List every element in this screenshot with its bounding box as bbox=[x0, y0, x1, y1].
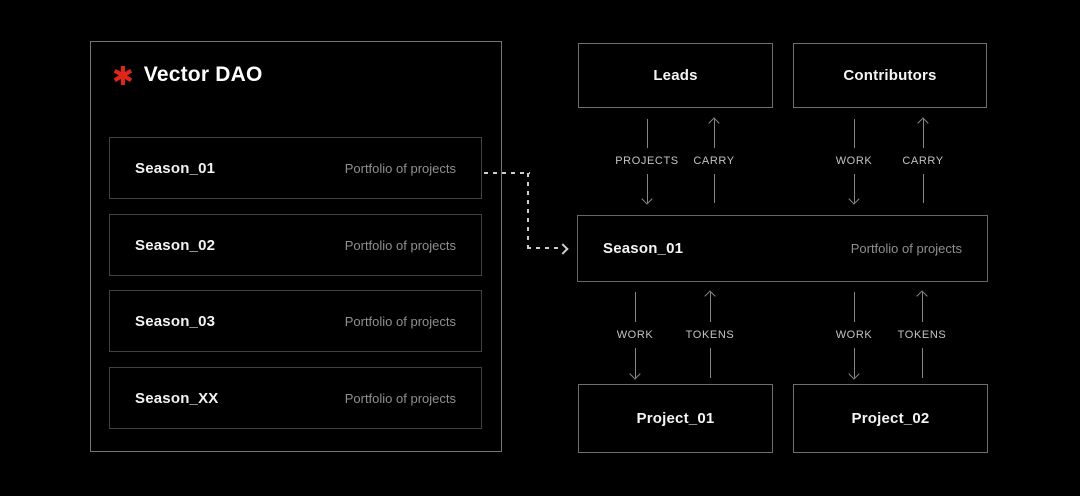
season-description: Portfolio of projects bbox=[344, 313, 456, 329]
arrow-line bbox=[709, 292, 711, 322]
asterisk-logo-icon: ✱ bbox=[112, 61, 134, 91]
arrow-tokens-up-project02: TOKENS bbox=[872, 290, 972, 378]
arrowhead-up-icon bbox=[916, 290, 928, 302]
arrow-work-down-contributors: WORK bbox=[804, 119, 904, 205]
season-name: Season_02 bbox=[135, 236, 216, 254]
season-description: Portfolio of projects bbox=[344, 160, 456, 176]
arrow-label: TOKENS bbox=[897, 329, 947, 341]
arrow-label: PROJECTS bbox=[615, 155, 679, 167]
season-name: Season_03 bbox=[135, 312, 216, 330]
arrow-line bbox=[853, 292, 855, 322]
arrow-work-down-project01: WORK bbox=[585, 292, 685, 380]
arrow-label: TOKENS bbox=[685, 329, 735, 341]
leads-box-label: Leads bbox=[653, 67, 698, 84]
arrow-line bbox=[634, 292, 636, 322]
arrow-line bbox=[709, 348, 711, 378]
arrowhead-up-icon bbox=[917, 117, 929, 129]
dashed-connector-arrowhead-icon bbox=[557, 243, 569, 255]
leads-box: Leads bbox=[578, 43, 773, 108]
arrow-projects-down: PROJECTS bbox=[597, 119, 697, 205]
arrowhead-up-icon bbox=[704, 290, 716, 302]
project-02-label: Project_02 bbox=[851, 410, 930, 427]
vector-dao-panel: ✱ Vector DAO Season_01 Portfolio of proj… bbox=[90, 41, 502, 452]
arrow-label: CARRY bbox=[902, 155, 944, 167]
season-description: Portfolio of projects bbox=[344, 237, 456, 253]
arrowhead-down-icon bbox=[848, 193, 860, 205]
season-name: Season_01 bbox=[135, 159, 216, 177]
season-01-box: Season_01 Portfolio of projects bbox=[577, 215, 988, 282]
contributors-box: Contributors bbox=[793, 43, 987, 108]
season-description: Portfolio of projects bbox=[344, 390, 456, 406]
arrow-label: WORK bbox=[835, 155, 873, 167]
arrow-line bbox=[853, 348, 855, 378]
arrow-line bbox=[922, 174, 924, 203]
season-row-xx: Season_XX Portfolio of projects bbox=[109, 367, 482, 429]
arrow-line bbox=[922, 119, 924, 148]
contributors-box-label: Contributors bbox=[843, 67, 937, 84]
arrow-label: WORK bbox=[835, 329, 873, 341]
project-01-box: Project_01 bbox=[578, 384, 773, 453]
arrow-line bbox=[853, 119, 855, 148]
arrow-tokens-up-project01: TOKENS bbox=[660, 290, 760, 378]
arrow-line bbox=[646, 119, 648, 148]
arrow-work-down-project02: WORK bbox=[804, 292, 904, 380]
arrow-line bbox=[921, 348, 923, 378]
arrowhead-down-icon bbox=[641, 193, 653, 205]
dashed-connector-segment bbox=[484, 172, 530, 174]
panel-title: Vector DAO bbox=[143, 63, 263, 86]
arrow-label: CARRY bbox=[693, 155, 735, 167]
dashed-connector-segment bbox=[527, 247, 563, 249]
project-01-label: Project_01 bbox=[636, 410, 715, 427]
arrowhead-down-icon bbox=[629, 368, 641, 380]
season-box-description: Portfolio of projects bbox=[850, 241, 962, 256]
arrowhead-down-icon bbox=[848, 368, 860, 380]
arrow-label: WORK bbox=[616, 329, 654, 341]
arrow-line bbox=[713, 174, 715, 203]
season-row-01: Season_01 Portfolio of projects bbox=[109, 137, 482, 199]
arrow-line bbox=[713, 119, 715, 148]
season-name: Season_XX bbox=[135, 389, 219, 407]
season-box-name: Season_01 bbox=[603, 240, 684, 257]
arrow-line bbox=[634, 348, 636, 378]
dashed-connector-segment bbox=[527, 173, 529, 248]
season-row-02: Season_02 Portfolio of projects bbox=[109, 214, 482, 276]
arrow-carry-up-contributors: CARRY bbox=[873, 117, 973, 203]
panel-header: ✱ Vector DAO bbox=[112, 61, 263, 91]
season-row-03: Season_03 Portfolio of projects bbox=[109, 290, 482, 352]
arrowhead-up-icon bbox=[708, 117, 720, 129]
arrow-carry-up-leads: CARRY bbox=[664, 117, 764, 203]
project-02-box: Project_02 bbox=[793, 384, 988, 453]
arrow-line bbox=[853, 174, 855, 203]
arrow-line bbox=[646, 174, 648, 203]
arrow-line bbox=[921, 292, 923, 322]
